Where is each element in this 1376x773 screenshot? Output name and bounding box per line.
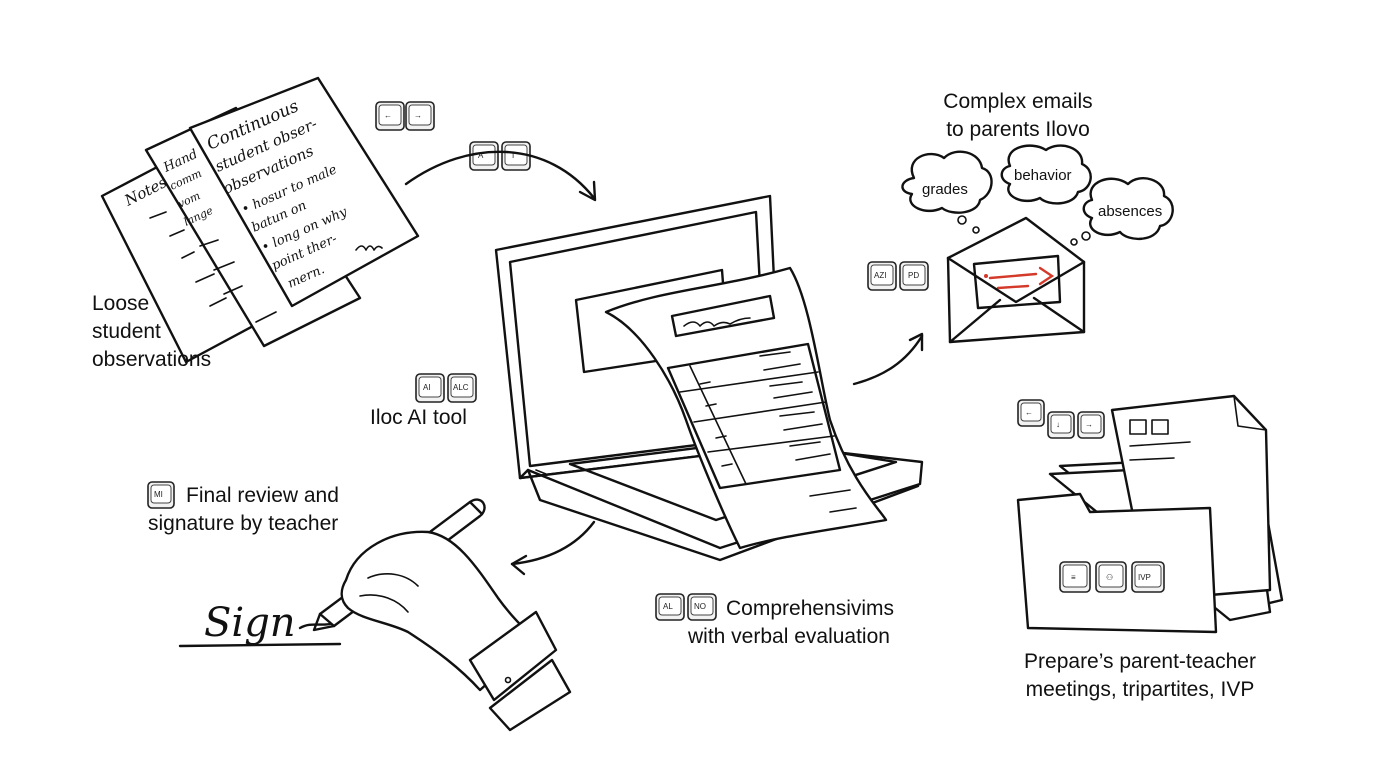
label-observations: Loose student observations <box>92 292 212 371</box>
svg-text:AZI: AZI <box>874 271 886 280</box>
svg-text:A: A <box>478 151 484 160</box>
hand-signing <box>312 498 572 732</box>
arrow-laptop-to-email <box>852 332 924 386</box>
folder: ≡ ⚇ IVP <box>1016 394 1284 634</box>
email-envelope <box>946 216 1086 344</box>
bubble-behavior: behavior <box>1014 167 1072 184</box>
svg-text:←: ← <box>1025 408 1033 417</box>
bubble-grades: grades <box>922 181 968 198</box>
svg-text:IVP: IVP <box>1138 573 1151 582</box>
laptop <box>494 194 924 562</box>
arrow-notes-to-laptop <box>404 150 597 202</box>
ai-tool-keys: AI ALC <box>415 373 477 403</box>
svg-text:≡: ≡ <box>1071 573 1076 582</box>
svg-text:ALC: ALC <box>453 383 469 392</box>
svg-text:MI: MI <box>154 490 163 499</box>
bubble-absences: absences <box>1098 203 1162 220</box>
comprehensive-keys: AL NO <box>655 593 717 621</box>
svg-text:PD: PD <box>908 271 919 280</box>
svg-text:AL: AL <box>663 602 673 611</box>
key-right-arrow: → <box>414 111 422 120</box>
svg-text:AI: AI <box>423 383 431 392</box>
svg-text:I: I <box>512 151 514 160</box>
key-left-arrow: ← <box>384 111 392 120</box>
label-ai-tool: Iloc AI tool <box>370 406 467 429</box>
arrow-laptop-to-review <box>510 520 596 576</box>
svg-text:→: → <box>1085 420 1093 429</box>
label-emails: Complex emails to parents Ilovo <box>943 90 1093 141</box>
email-keys: AZI PD <box>867 261 929 291</box>
review-key: MI <box>147 481 175 509</box>
label-review: Final review and signature by teacher <box>148 484 339 535</box>
svg-text:⚇: ⚇ <box>1106 573 1113 582</box>
folder-top-keys: ← ↓ → <box>1017 399 1105 439</box>
svg-text:NO: NO <box>694 602 706 611</box>
svg-text:↓: ↓ <box>1056 420 1060 429</box>
keys-on-arrow: A I <box>469 141 531 171</box>
label-meetings: Prepare’s parent-teacher meetings, tripa… <box>1024 650 1256 701</box>
arrow-keys-top: ← → <box>375 101 435 131</box>
signature: Sign <box>178 600 342 648</box>
label-comprehensive: Comprehensivims with verbal evaluation <box>688 597 895 648</box>
signature-text: Sign <box>204 600 296 646</box>
thought-bubbles: grades behavior absences <box>901 144 1174 246</box>
